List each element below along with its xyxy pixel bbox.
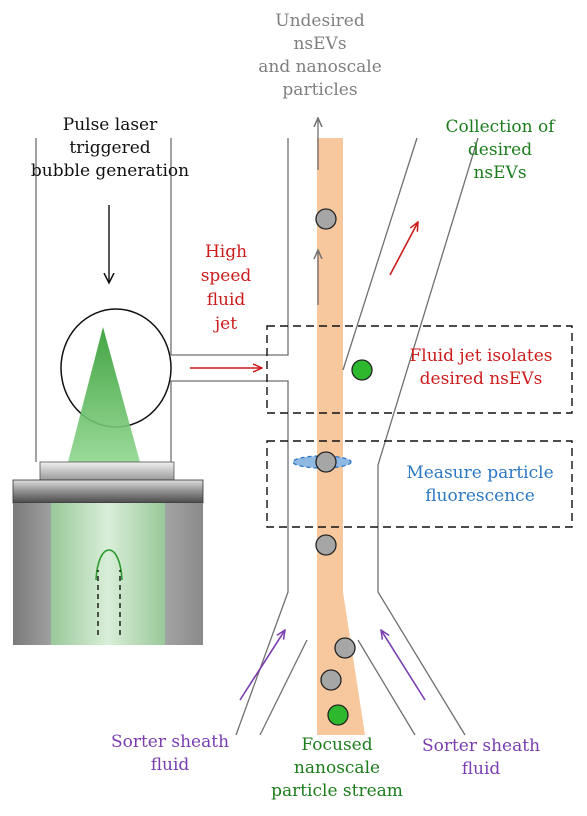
high-speed-label-line: speed bbox=[200, 266, 252, 286]
collection-label-line: nsEVs bbox=[473, 163, 527, 183]
undesired-label-line: and nanoscale bbox=[258, 57, 382, 77]
laser-beam-curve bbox=[95, 549, 123, 581]
pulse-laser-label: Pulse laser triggered bubble generation bbox=[20, 114, 200, 183]
nozzle-channel-bottom bbox=[170, 380, 289, 736]
sheath-inner-left-wall bbox=[259, 639, 308, 736]
collection-label: Collection of desired nsEVs bbox=[420, 116, 580, 185]
objective-core bbox=[51, 503, 165, 645]
sheath-inner-right-wall bbox=[357, 639, 416, 736]
undesired-particle bbox=[315, 208, 337, 230]
fluid-jet-label-line: desired nsEVs bbox=[419, 369, 543, 389]
measure-label: Measure particle fluorescence bbox=[390, 462, 570, 508]
measure-label-line: Measure particle bbox=[406, 463, 554, 483]
high-speed-label: High speed fluid jet bbox=[186, 240, 266, 336]
objective-cap-top bbox=[39, 461, 175, 481]
focused-stream-label: Focused nanoscale particle stream bbox=[252, 734, 422, 803]
stream-particle-green bbox=[327, 704, 349, 726]
high-speed-label-line: jet bbox=[214, 314, 238, 334]
nozzle-channel-top bbox=[171, 138, 289, 356]
sheath-left-label-line: Sorter sheath bbox=[110, 732, 230, 752]
collection-flow-arrow bbox=[389, 222, 418, 276]
undesired-label-line: nsEVs bbox=[293, 34, 347, 54]
focused-label-line: nanoscale bbox=[293, 758, 381, 778]
laser-cone bbox=[68, 327, 140, 462]
sheath-right-label-line: fluid bbox=[461, 759, 501, 779]
collection-label-line: desired bbox=[467, 140, 533, 160]
desired-particle bbox=[351, 359, 373, 381]
undesired-label-line: Undesired bbox=[275, 11, 365, 31]
collection-label-line: Collection of bbox=[445, 117, 555, 137]
focused-label-line: Focused bbox=[301, 735, 373, 755]
fluid-jet-label-line: Fluid jet isolates bbox=[409, 346, 553, 366]
high-speed-label-line: High bbox=[204, 242, 248, 262]
sheath-right-label-line: Sorter sheath bbox=[421, 736, 541, 756]
sheath-left-label: Sorter sheath fluid bbox=[90, 731, 250, 777]
measure-label-line: fluorescence bbox=[425, 486, 535, 506]
stream-particle bbox=[320, 669, 342, 691]
undesired-label: Undesired nsEVs and nanoscale particles bbox=[220, 10, 420, 102]
pulse-laser-label-line: triggered bbox=[69, 138, 151, 158]
stream-particle bbox=[315, 534, 337, 556]
sheath-right-label: Sorter sheath fluid bbox=[396, 735, 566, 781]
high-speed-label-line: fluid bbox=[206, 290, 246, 310]
measured-particle bbox=[315, 451, 337, 473]
right-channel-wall bbox=[377, 465, 466, 736]
stream-particle bbox=[334, 637, 356, 659]
pulse-laser-label-line: Pulse laser bbox=[62, 115, 158, 135]
sheath-arrow-right bbox=[381, 630, 426, 701]
undesired-label-line: particles bbox=[282, 80, 358, 100]
particle-stream bbox=[317, 138, 365, 735]
collection-channel-left-wall bbox=[342, 137, 418, 371]
sheath-left-label-line: fluid bbox=[150, 755, 190, 775]
pulse-laser-label-line: bubble generation bbox=[30, 161, 190, 181]
collection-channel-right-wall bbox=[377, 137, 479, 466]
fluid-jet-label: Fluid jet isolates desired nsEVs bbox=[396, 345, 566, 391]
focused-label-line: particle stream bbox=[271, 781, 403, 801]
sheath-arrow-left bbox=[239, 630, 285, 701]
objective-cap bbox=[12, 479, 204, 504]
